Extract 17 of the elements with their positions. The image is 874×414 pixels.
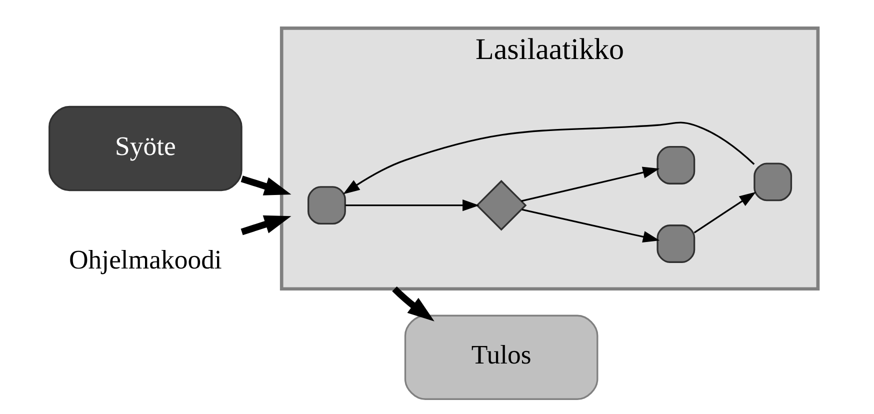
node-box: Syöte bbox=[48, 106, 242, 192]
node-box bbox=[656, 224, 696, 263]
arrow bbox=[240, 215, 292, 236]
arrow bbox=[522, 208, 660, 243]
node-box bbox=[308, 186, 346, 225]
node-text: Ohjelmakoodi bbox=[69, 244, 222, 274]
node-box: Tulos bbox=[404, 314, 598, 400]
node-diamond bbox=[476, 180, 527, 231]
arrow bbox=[392, 286, 434, 322]
arrow bbox=[343, 122, 755, 194]
arrow bbox=[521, 166, 660, 202]
arrow bbox=[240, 176, 292, 196]
arrow bbox=[345, 199, 480, 212]
node-box bbox=[656, 146, 696, 184]
arrow bbox=[694, 192, 756, 234]
node-box bbox=[754, 162, 792, 202]
cluster: Lasilaatikko bbox=[280, 26, 820, 291]
